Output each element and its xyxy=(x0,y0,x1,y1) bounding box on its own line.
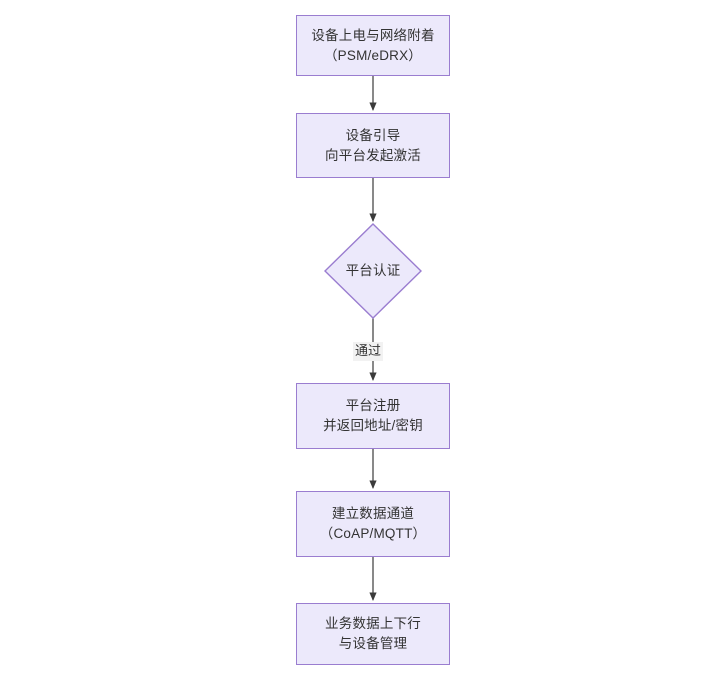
node-data[interactable]: 业务数据上下行 与设备管理 xyxy=(296,603,450,665)
node-channel-line1: 建立数据通道 xyxy=(331,506,415,522)
node-auth-label: 平台认证 xyxy=(345,263,401,279)
node-register-line1: 平台注册 xyxy=(345,398,401,414)
diamond-shape xyxy=(324,223,422,319)
node-bootstrap-line2: 向平台发起激活 xyxy=(325,147,421,163)
node-channel[interactable]: 建立数据通道 （CoAP/MQTT） xyxy=(296,491,450,557)
node-power-on-line1: 设备上电与网络附着 xyxy=(311,27,435,43)
node-channel-line2: （CoAP/MQTT） xyxy=(319,526,427,541)
node-bootstrap[interactable]: 设备引导 向平台发起激活 xyxy=(296,113,450,178)
node-data-line1: 业务数据上下行 xyxy=(325,616,421,632)
edge-label-pass: 通过 xyxy=(353,342,384,361)
node-auth[interactable]: 平台认证 xyxy=(324,223,422,319)
node-power-on[interactable]: 设备上电与网络附着 （PSM/eDRX） xyxy=(296,15,450,76)
node-power-on-line2: （PSM/eDRX） xyxy=(323,47,423,63)
node-data-line2: 与设备管理 xyxy=(338,636,408,651)
node-bootstrap-line1: 设备引导 xyxy=(345,127,401,143)
node-register[interactable]: 平台注册 并返回地址/密钥 xyxy=(296,383,450,449)
node-register-line2: 并返回地址/密钥 xyxy=(323,418,423,433)
